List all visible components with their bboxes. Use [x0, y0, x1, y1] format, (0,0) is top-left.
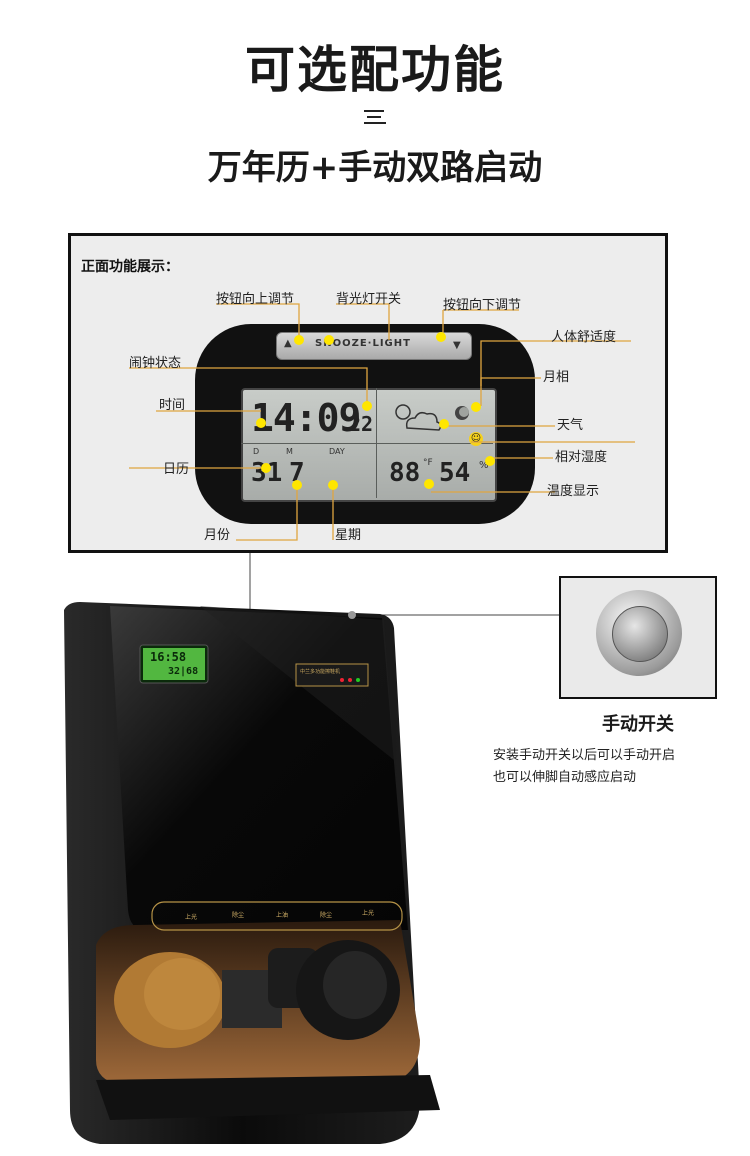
lcd-divider — [376, 388, 377, 498]
marker-backlight — [324, 335, 334, 345]
manual-switch-button-face — [612, 606, 668, 662]
label-weekday: 星期 — [335, 528, 362, 543]
page-title: 可选配功能 — [245, 41, 505, 99]
arrow-up-icon: ▲ — [284, 338, 292, 349]
marker-time — [256, 418, 266, 428]
manual-switch-title: 手动开关 — [602, 714, 674, 735]
manual-switch-desc-line2: 也可以伸脚自动感应启动 — [493, 770, 637, 785]
manual-switch-description: 安装手动开关以后可以手动开启 也可以伸脚自动感应启动 — [493, 745, 675, 789]
lcd-temperature: 88 — [389, 458, 421, 488]
label-backlight: 背光灯开关 — [336, 292, 402, 307]
label-humidity: 相对湿度 — [555, 450, 608, 465]
marker-date — [261, 463, 271, 473]
marker-month — [292, 480, 302, 490]
lcd-temp-unit: °F — [423, 458, 433, 468]
callout-lines — [129, 303, 635, 541]
lcd-day-label: DAY — [329, 447, 345, 456]
label-comfort: 人体舒适度 — [551, 330, 617, 345]
page-subtitle: 万年历+手动双路启动 — [207, 148, 543, 188]
device-lcd-row2: 32|68 — [168, 666, 199, 677]
marker-up — [294, 335, 304, 345]
label-date: 日历 — [163, 462, 190, 477]
device-control-3: 上油 — [276, 912, 289, 919]
device-control-1: 上光 — [185, 914, 198, 921]
label-button-down: 按钮向下调节 — [443, 298, 522, 313]
lcd-divider — [241, 443, 493, 444]
lcd-seconds: 22 — [349, 412, 374, 436]
lcd-humidity-unit: % — [479, 460, 489, 471]
label-weather: 天气 — [557, 418, 584, 433]
lcd-humidity: 54 — [439, 458, 471, 488]
lcd-m-label: M — [286, 447, 293, 456]
label-moon-phase: 月相 — [543, 370, 570, 385]
label-month: 月份 — [204, 528, 231, 543]
snooze-light-label: SNOOZE·LIGHT — [315, 338, 411, 349]
lcd-time: 14:09 — [251, 396, 361, 440]
device-control-2: 除尘 — [232, 912, 245, 919]
label-time: 时间 — [159, 398, 186, 413]
marker-humidity — [485, 456, 495, 466]
device-brand-plate: 中兰多功能擦鞋机 — [300, 669, 341, 675]
label-alarm: 闹钟状态 — [129, 356, 182, 371]
menu-lines-icon — [364, 110, 386, 126]
lcd-d-label: D — [253, 447, 260, 456]
label-temperature: 温度显示 — [547, 484, 600, 499]
manual-switch-desc-line1: 安装手动开关以后可以手动开启 — [493, 748, 676, 763]
front-function-panel: 正面功能展示： SNOOZE·LIGHT ▲ ▼ 14:09 22 D M DA… — [68, 233, 668, 553]
marker-weather — [439, 419, 449, 429]
marker-alarm — [362, 401, 372, 411]
marker-down — [436, 332, 446, 342]
device-lcd-time: 16:58 — [150, 650, 187, 664]
device-control-4: 除尘 — [320, 912, 333, 919]
label-button-up: 按钮向上调节 — [216, 292, 295, 307]
connector-lines — [249, 553, 559, 616]
marker-moon — [471, 402, 481, 412]
device-control-5: 上光 — [362, 910, 375, 917]
panel-title: 正面功能展示： — [81, 259, 179, 275]
marker-temp — [424, 479, 434, 489]
marker-week — [328, 480, 338, 490]
arrow-down-icon: ▼ — [453, 340, 461, 351]
moon-phase-icon — [455, 406, 469, 420]
